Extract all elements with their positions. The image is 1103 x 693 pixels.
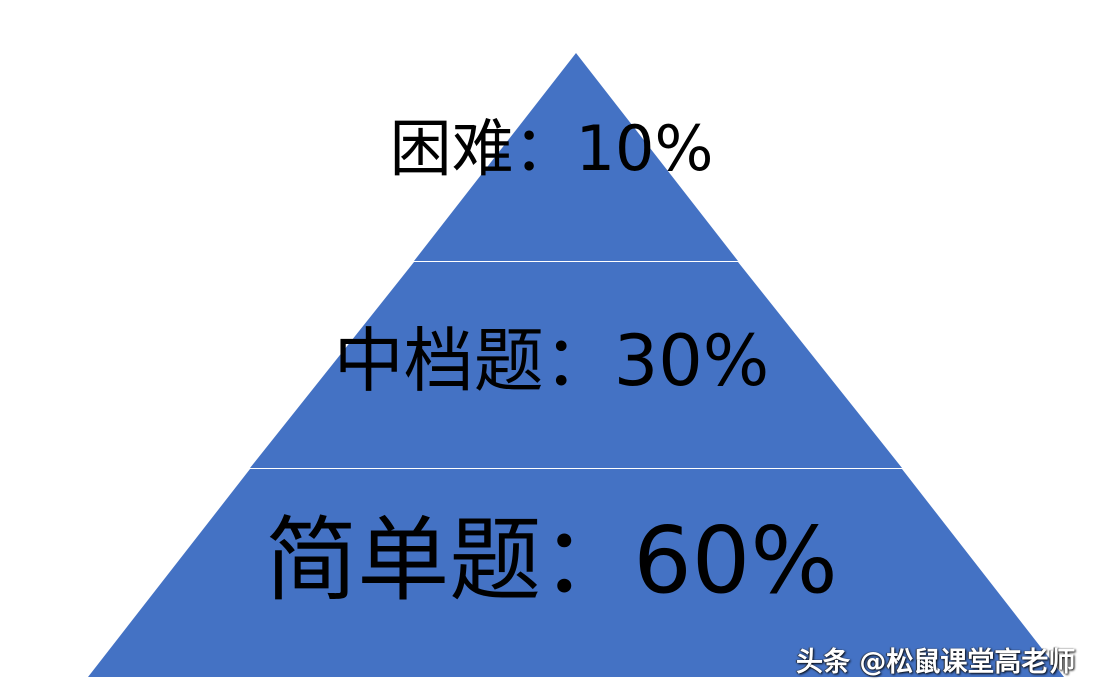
tier-label-hard: 困难：10%	[389, 112, 714, 185]
tier-middle	[250, 262, 902, 468]
watermark: 头条 @松鼠课堂高老师	[796, 647, 1076, 678]
tier-bottom	[88, 469, 1064, 677]
tier-top	[414, 53, 738, 261]
tier-label-easy: 简单题：60%	[265, 507, 838, 614]
tier-label-medium: 中档题：30%	[333, 320, 770, 402]
